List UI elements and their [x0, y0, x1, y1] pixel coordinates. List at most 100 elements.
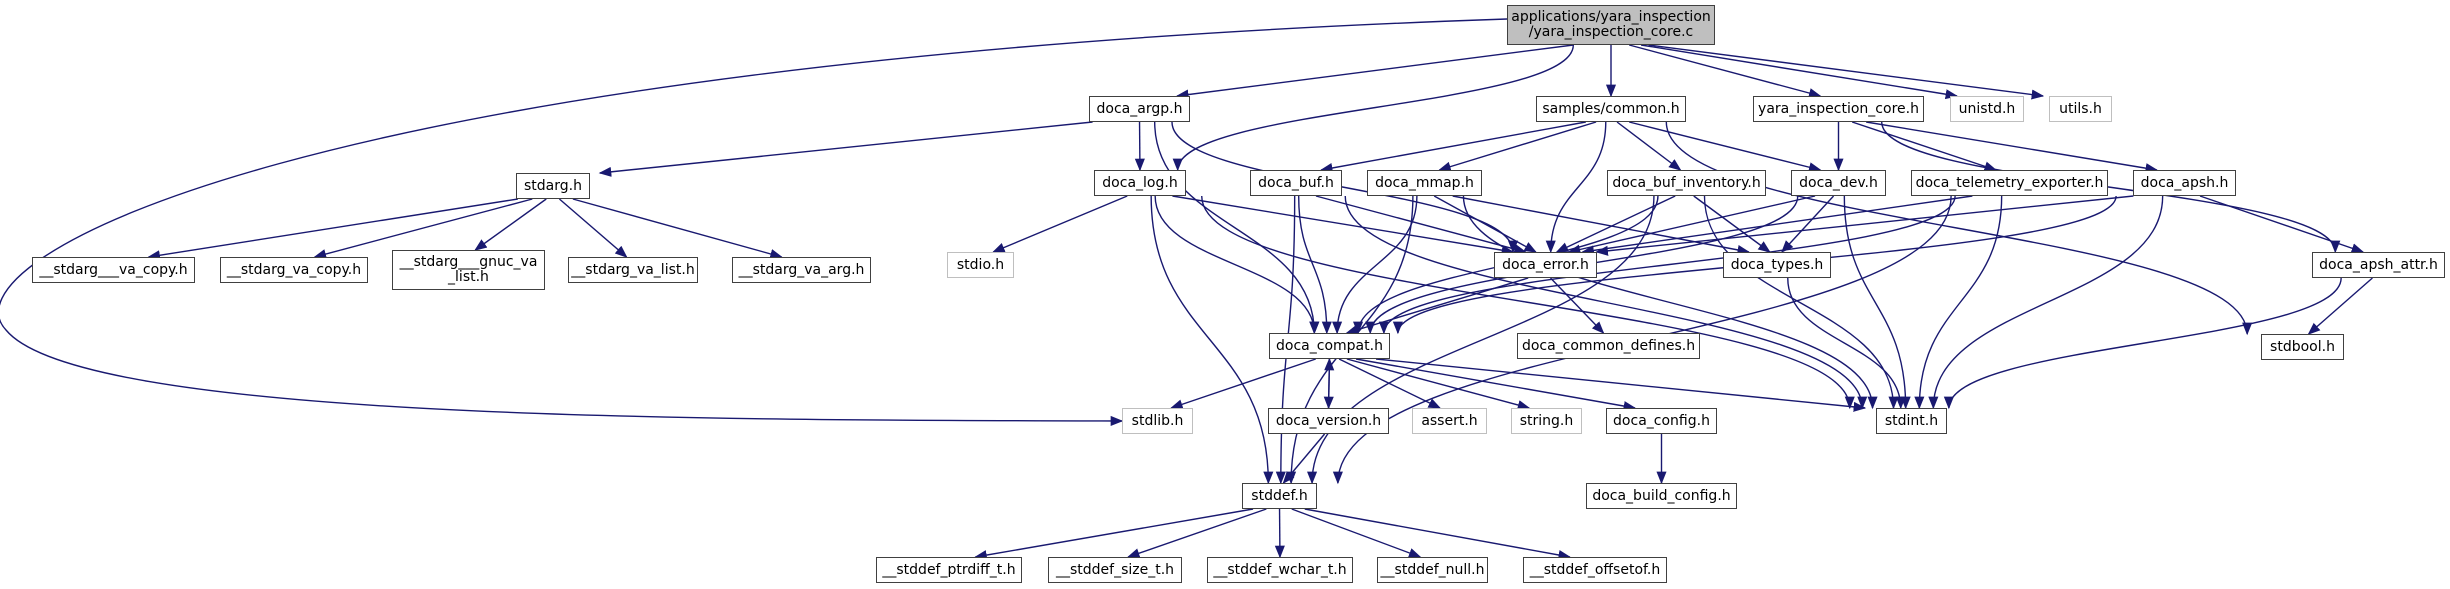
edge-doca-argp-to-doca-error: [1171, 121, 1519, 254]
edge-doca-argp-to-stdarg: [598, 121, 1093, 177]
edge-doca-log-to-stddef: [1150, 195, 1274, 485]
node-stddef-ptrdiff[interactable]: __stddef_ptrdiff_t.h: [876, 557, 1022, 583]
edge-doca-mmap-to-doca-compat: [1332, 195, 1418, 335]
node-doca-version[interactable]: doca_version.h: [1268, 408, 1389, 434]
edge-doca-dev-to-stdint: [1843, 195, 1911, 410]
node-stdarg-va-list[interactable]: __stdarg_va_list.h: [568, 257, 698, 283]
node-doca-telemetry-exporter[interactable]: doca_telemetry_exporter.h: [1911, 170, 2108, 196]
edge-root-to-doca-log: [1172, 44, 1575, 172]
node-doca-error[interactable]: doca_error.h: [1494, 252, 1597, 278]
node-stdbool[interactable]: stdbool.h: [2261, 334, 2344, 360]
node-stdarg-va-copy2[interactable]: __stdarg___va_copy.h: [32, 257, 195, 283]
edge-doca-buf-inventory-to-stdint: [1703, 195, 1899, 410]
edge-doca-mmap-to-doca-error: [1433, 195, 1537, 253]
node-yara-core-h[interactable]: yara_inspection_core.h: [1753, 96, 1924, 122]
edge-doca-buf-to-doca-compat: [1297, 195, 1332, 335]
edge-doca-buf-to-stdint: [1344, 195, 1868, 410]
node-stdlib[interactable]: stdlib.h: [1122, 408, 1193, 434]
node-assert[interactable]: assert.h: [1412, 408, 1487, 434]
node-doca-common-defines[interactable]: doca_common_defines.h: [1517, 333, 1700, 359]
edge-doca-buf-inventory-to-doca-types: [1693, 195, 1771, 253]
edge-doca-apsh-attr-to-stdbool: [2307, 277, 2373, 335]
node-doca-build-config[interactable]: doca_build_config.h: [1586, 483, 1737, 509]
node-doca-log[interactable]: doca_log.h: [1094, 170, 1186, 196]
edge-stdarg-to-stdarg-va-arg: [572, 198, 783, 259]
edge-doca-apsh-attr-to-stdint: [1943, 277, 2342, 410]
node-doca-buf[interactable]: doca_buf.h: [1250, 170, 1342, 196]
node-stdarg[interactable]: stdarg.h: [516, 173, 590, 199]
edge-doca-compat-to-assert: [1338, 358, 1442, 409]
edge-doca-buf-to-doca-error: [1315, 195, 1527, 254]
node-utils[interactable]: utils.h: [2049, 96, 2112, 122]
edge-stddef-to-stddef-ptrdiff: [974, 508, 1254, 561]
edge-doca-compat-to-doca-config: [1355, 358, 1637, 412]
node-stdarg-va-copy[interactable]: __stdarg_va_copy.h: [220, 257, 368, 283]
edge-doca-version-to-doca-compat: [1324, 357, 1335, 409]
edge-stddef-to-stddef-size: [1126, 508, 1267, 559]
node-stdio[interactable]: stdio.h: [947, 252, 1014, 278]
edge-doca-telemetry-exporter-to-stdint: [1914, 195, 2003, 410]
edge-doca-argp-to-doca-compat: [1154, 121, 1320, 335]
edge-doca-telemetry-exporter-to-doca-error: [1581, 195, 1973, 256]
node-unistd[interactable]: unistd.h: [1950, 96, 2024, 122]
node-doca-apsh-attr[interactable]: doca_apsh_attr.h: [2312, 252, 2445, 278]
edge-doca-apsh-to-doca-error: [1595, 195, 2134, 256]
edge-doca-log-to-stdio: [992, 195, 1128, 253]
edge-stdarg-to-stdarg-va-list: [558, 198, 628, 258]
node-samples-common[interactable]: samples/common.h: [1536, 96, 1686, 122]
edge-stddef-to-stddef-null: [1291, 508, 1422, 558]
edge-samples-common-to-doca-dev: [1629, 121, 1822, 173]
edge-doca-error-to-doca-common-defines: [1550, 277, 1605, 334]
edge-doca-error-to-doca-compat: [1345, 277, 1529, 335]
node-stddef[interactable]: stddef.h: [1242, 483, 1317, 509]
edge-stdarg-to-stdarg-gnuc: [474, 198, 547, 251]
node-root[interactable]: applications/yara_inspection /yara_inspe…: [1507, 5, 1715, 45]
edge-yara-core-h-to-doca-apsh: [1866, 121, 2159, 174]
edge-doca-compat-to-stdint: [1375, 358, 1867, 412]
node-stddef-offsetof[interactable]: __stddef_offsetof.h: [1523, 557, 1667, 583]
edge-stdarg-to-stdarg-va-copy2: [147, 198, 518, 261]
edge-root-to-yara-core-h: [1629, 44, 1822, 98]
edge-doca-apsh-to-stdint: [1928, 195, 2164, 410]
node-stdarg-gnuc[interactable]: __stdarg___gnuc_va _list.h: [392, 250, 545, 290]
edge-doca-mmap-to-stdint: [1462, 195, 1878, 410]
edge-doca-log-to-stdint: [1201, 195, 1855, 410]
edge-doca-apsh-to-doca-apsh-attr: [2199, 195, 2365, 254]
edge-yara-core-h-to-doca-telemetry-exporter: [1851, 121, 1998, 172]
edge-samples-common-to-doca-error: [1545, 121, 1607, 254]
node-doca-compat[interactable]: doca_compat.h: [1269, 333, 1390, 359]
node-doca-config[interactable]: doca_config.h: [1606, 408, 1717, 434]
node-doca-dev[interactable]: doca_dev.h: [1791, 170, 1886, 196]
node-doca-argp[interactable]: doca_argp.h: [1089, 96, 1190, 122]
edge-doca-version-to-stddef: [1282, 433, 1326, 484]
edge-stdarg-to-stdarg-va-copy: [313, 198, 533, 259]
node-doca-apsh[interactable]: doca_apsh.h: [2133, 170, 2236, 196]
edge-stddef-to-stddef-offsetof: [1304, 508, 1571, 560]
edge-doca-compat-to-string: [1346, 358, 1531, 410]
edge-doca-log-to-doca-compat: [1154, 195, 1320, 335]
edge-doca-types-to-stdint: [1787, 277, 1906, 410]
edge-doca-dev-to-doca-error: [1567, 195, 1816, 255]
edge-doca-telemetry-exporter-to-doca-compat: [1378, 195, 1956, 335]
edge-root-to-unistd: [1640, 44, 1959, 100]
edge-root-to-doca-argp: [1175, 44, 1574, 100]
node-stddef-wchar[interactable]: __stddef_wchar_t.h: [1207, 557, 1353, 583]
edge-samples-common-to-stdbool: [1665, 121, 2253, 336]
node-stdint[interactable]: stdint.h: [1876, 408, 1947, 434]
edge-doca-dev-to-doca-types: [1781, 195, 1835, 253]
node-stdarg-va-arg[interactable]: __stdarg_va_arg.h: [732, 257, 871, 283]
node-doca-types[interactable]: doca_types.h: [1723, 252, 1831, 278]
node-string[interactable]: string.h: [1511, 408, 1582, 434]
edge-doca-buf-inventory-to-doca-error: [1555, 195, 1676, 253]
edge-samples-common-to-doca-buf-inventory: [1616, 121, 1682, 171]
node-stddef-size[interactable]: __stddef_size_t.h: [1048, 557, 1182, 583]
node-doca-buf-inventory[interactable]: doca_buf_inventory.h: [1607, 170, 1766, 196]
edge-samples-common-to-doca-buf: [1319, 121, 1586, 173]
node-doca-mmap[interactable]: doca_mmap.h: [1367, 170, 1482, 196]
edge-root-to-stdlib: [0, 18, 1508, 427]
edge-doca-log-to-doca-error: [1172, 195, 1515, 256]
edge-samples-common-to-doca-mmap: [1438, 121, 1597, 172]
edge-doca-mmap-to-doca-types: [1452, 195, 1751, 255]
node-stddef-null[interactable]: __stddef_null.h: [1377, 557, 1488, 583]
